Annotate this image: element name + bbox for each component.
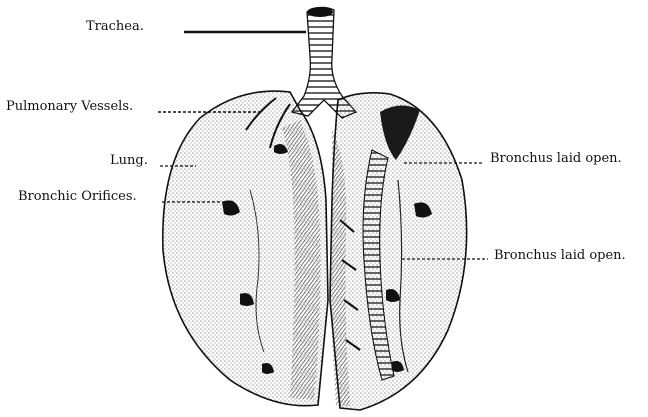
label-bronchus-lower: Bronchus laid open. [494, 249, 626, 262]
right-lung [330, 93, 467, 410]
label-bronchic-orifices: Bronchic Orifices. [18, 190, 137, 203]
label-lung: Lung. [110, 154, 148, 167]
label-pulmonary-vessels: Pulmonary Vessels. [6, 100, 133, 113]
label-bronchus-upper: Bronchus laid open. [490, 152, 622, 165]
label-trachea: Trachea. [86, 20, 144, 33]
left-lung [163, 91, 328, 406]
